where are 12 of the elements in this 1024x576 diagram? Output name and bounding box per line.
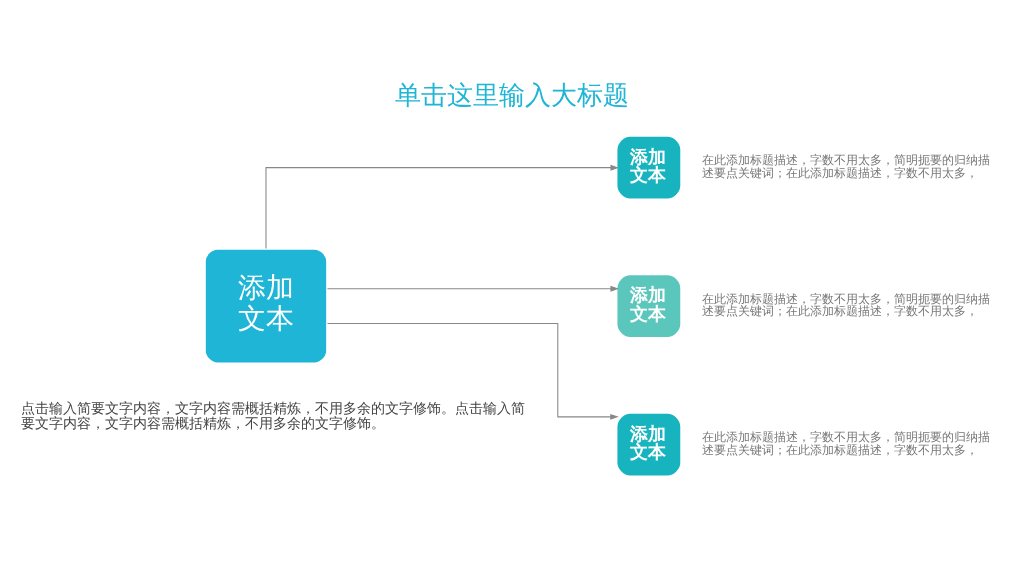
node-label: 在此添加标题描述，字数不用太多，简明扼要的归纳描述要点关键词；在此添加标题描述，字数不用太多， xyxy=(701,153,990,181)
diagram-title: 单击这里输入大标题 xyxy=(395,79,629,110)
caption: 点击输入简要文字内容，文字内容需概括精炼，不用多余的文字修饰。点击输入简要文字内容，文字内容需概括精炼，不用多余的文字修饰。 xyxy=(21,400,526,431)
arrow xyxy=(326,322,619,420)
node-box: 添加文本 xyxy=(203,247,329,365)
node-box: 添加文本 xyxy=(617,275,681,337)
node-box: 添加文本 xyxy=(617,136,681,199)
node-label: 在此添加标题描述，字数不用太多，简明扼要的归纳描述要点关键词；在此添加标题描述，字数不用太多， xyxy=(701,430,990,457)
arrow xyxy=(326,285,619,292)
arrow xyxy=(265,164,619,250)
node-box: 添加文本 xyxy=(617,413,681,476)
node-label: 在此添加标题描述，字数不用太多，简明扼要的归纳描述要点关键词；在此添加标题描述，字数不用太多， xyxy=(701,291,990,319)
